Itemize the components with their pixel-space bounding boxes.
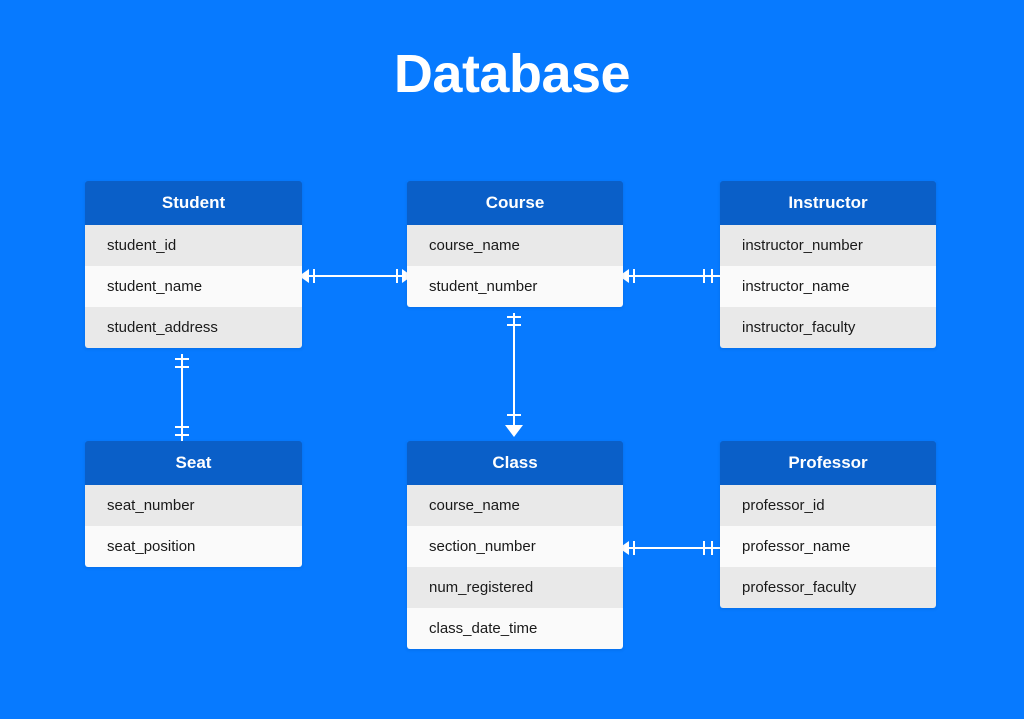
connector-line (304, 275, 408, 277)
entity-professor[interactable]: Professor professor_id professor_name pr… (720, 441, 936, 608)
entity-seat[interactable]: Seat seat_number seat_position (85, 441, 302, 567)
entity-field[interactable]: student_name (85, 266, 302, 307)
crowfoot-arrow-left-icon (619, 541, 629, 555)
entity-field[interactable]: professor_faculty (720, 567, 936, 608)
connector-line (624, 275, 720, 277)
crowfoot-one-tick-icon (633, 541, 635, 555)
entity-field[interactable]: professor_name (720, 526, 936, 567)
entity-field[interactable]: course_name (407, 225, 623, 266)
entity-field[interactable]: professor_id (720, 485, 936, 526)
entity-fields-professor: professor_id professor_name professor_fa… (720, 485, 936, 608)
crowfoot-one-tick-icon (175, 366, 189, 368)
crowfoot-one-tick-icon (396, 269, 398, 283)
entity-field[interactable]: seat_number (85, 485, 302, 526)
entity-field[interactable]: course_name (407, 485, 623, 526)
entity-header-instructor: Instructor (720, 181, 936, 225)
crowfoot-one-tick-icon (711, 269, 713, 283)
entity-field[interactable]: class_date_time (407, 608, 623, 649)
crowfoot-one-tick-icon (507, 316, 521, 318)
crowfoot-one-tick-icon (507, 414, 521, 416)
connector-line (513, 313, 515, 428)
crowfoot-one-tick-icon (633, 269, 635, 283)
entity-fields-student: student_id student_name student_address (85, 225, 302, 348)
crowfoot-arrow-down-icon (505, 425, 523, 437)
entity-fields-seat: seat_number seat_position (85, 485, 302, 567)
crowfoot-one-tick-icon (711, 541, 713, 555)
entity-header-class: Class (407, 441, 623, 485)
entity-course[interactable]: Course course_name student_number (407, 181, 623, 307)
entity-field[interactable]: section_number (407, 526, 623, 567)
entity-field[interactable]: student_id (85, 225, 302, 266)
crowfoot-arrow-left-icon (299, 269, 309, 283)
entity-fields-course: course_name student_number (407, 225, 623, 307)
connector-line (181, 354, 183, 442)
crowfoot-one-tick-icon (313, 269, 315, 283)
entity-header-student: Student (85, 181, 302, 225)
entity-header-course: Course (407, 181, 623, 225)
crowfoot-one-tick-icon (175, 434, 189, 436)
entity-field[interactable]: num_registered (407, 567, 623, 608)
entity-field[interactable]: instructor_number (720, 225, 936, 266)
entity-field[interactable]: student_number (407, 266, 623, 307)
entity-class[interactable]: Class course_name section_number num_reg… (407, 441, 623, 649)
entity-field[interactable]: student_address (85, 307, 302, 348)
crowfoot-one-tick-icon (703, 541, 705, 555)
entity-fields-class: course_name section_number num_registere… (407, 485, 623, 649)
entity-instructor[interactable]: Instructor instructor_number instructor_… (720, 181, 936, 348)
entity-fields-instructor: instructor_number instructor_name instru… (720, 225, 936, 348)
connector-line (624, 547, 720, 549)
entity-field[interactable]: instructor_name (720, 266, 936, 307)
crowfoot-one-tick-icon (175, 358, 189, 360)
entity-field[interactable]: instructor_faculty (720, 307, 936, 348)
crowfoot-one-tick-icon (175, 426, 189, 428)
crowfoot-one-tick-icon (507, 324, 521, 326)
entity-header-seat: Seat (85, 441, 302, 485)
page-title: Database (393, 44, 631, 104)
crowfoot-arrow-left-icon (619, 269, 629, 283)
entity-field[interactable]: seat_position (85, 526, 302, 567)
crowfoot-one-tick-icon (703, 269, 705, 283)
entity-header-professor: Professor (720, 441, 936, 485)
entity-student[interactable]: Student student_id student_name student_… (85, 181, 302, 348)
